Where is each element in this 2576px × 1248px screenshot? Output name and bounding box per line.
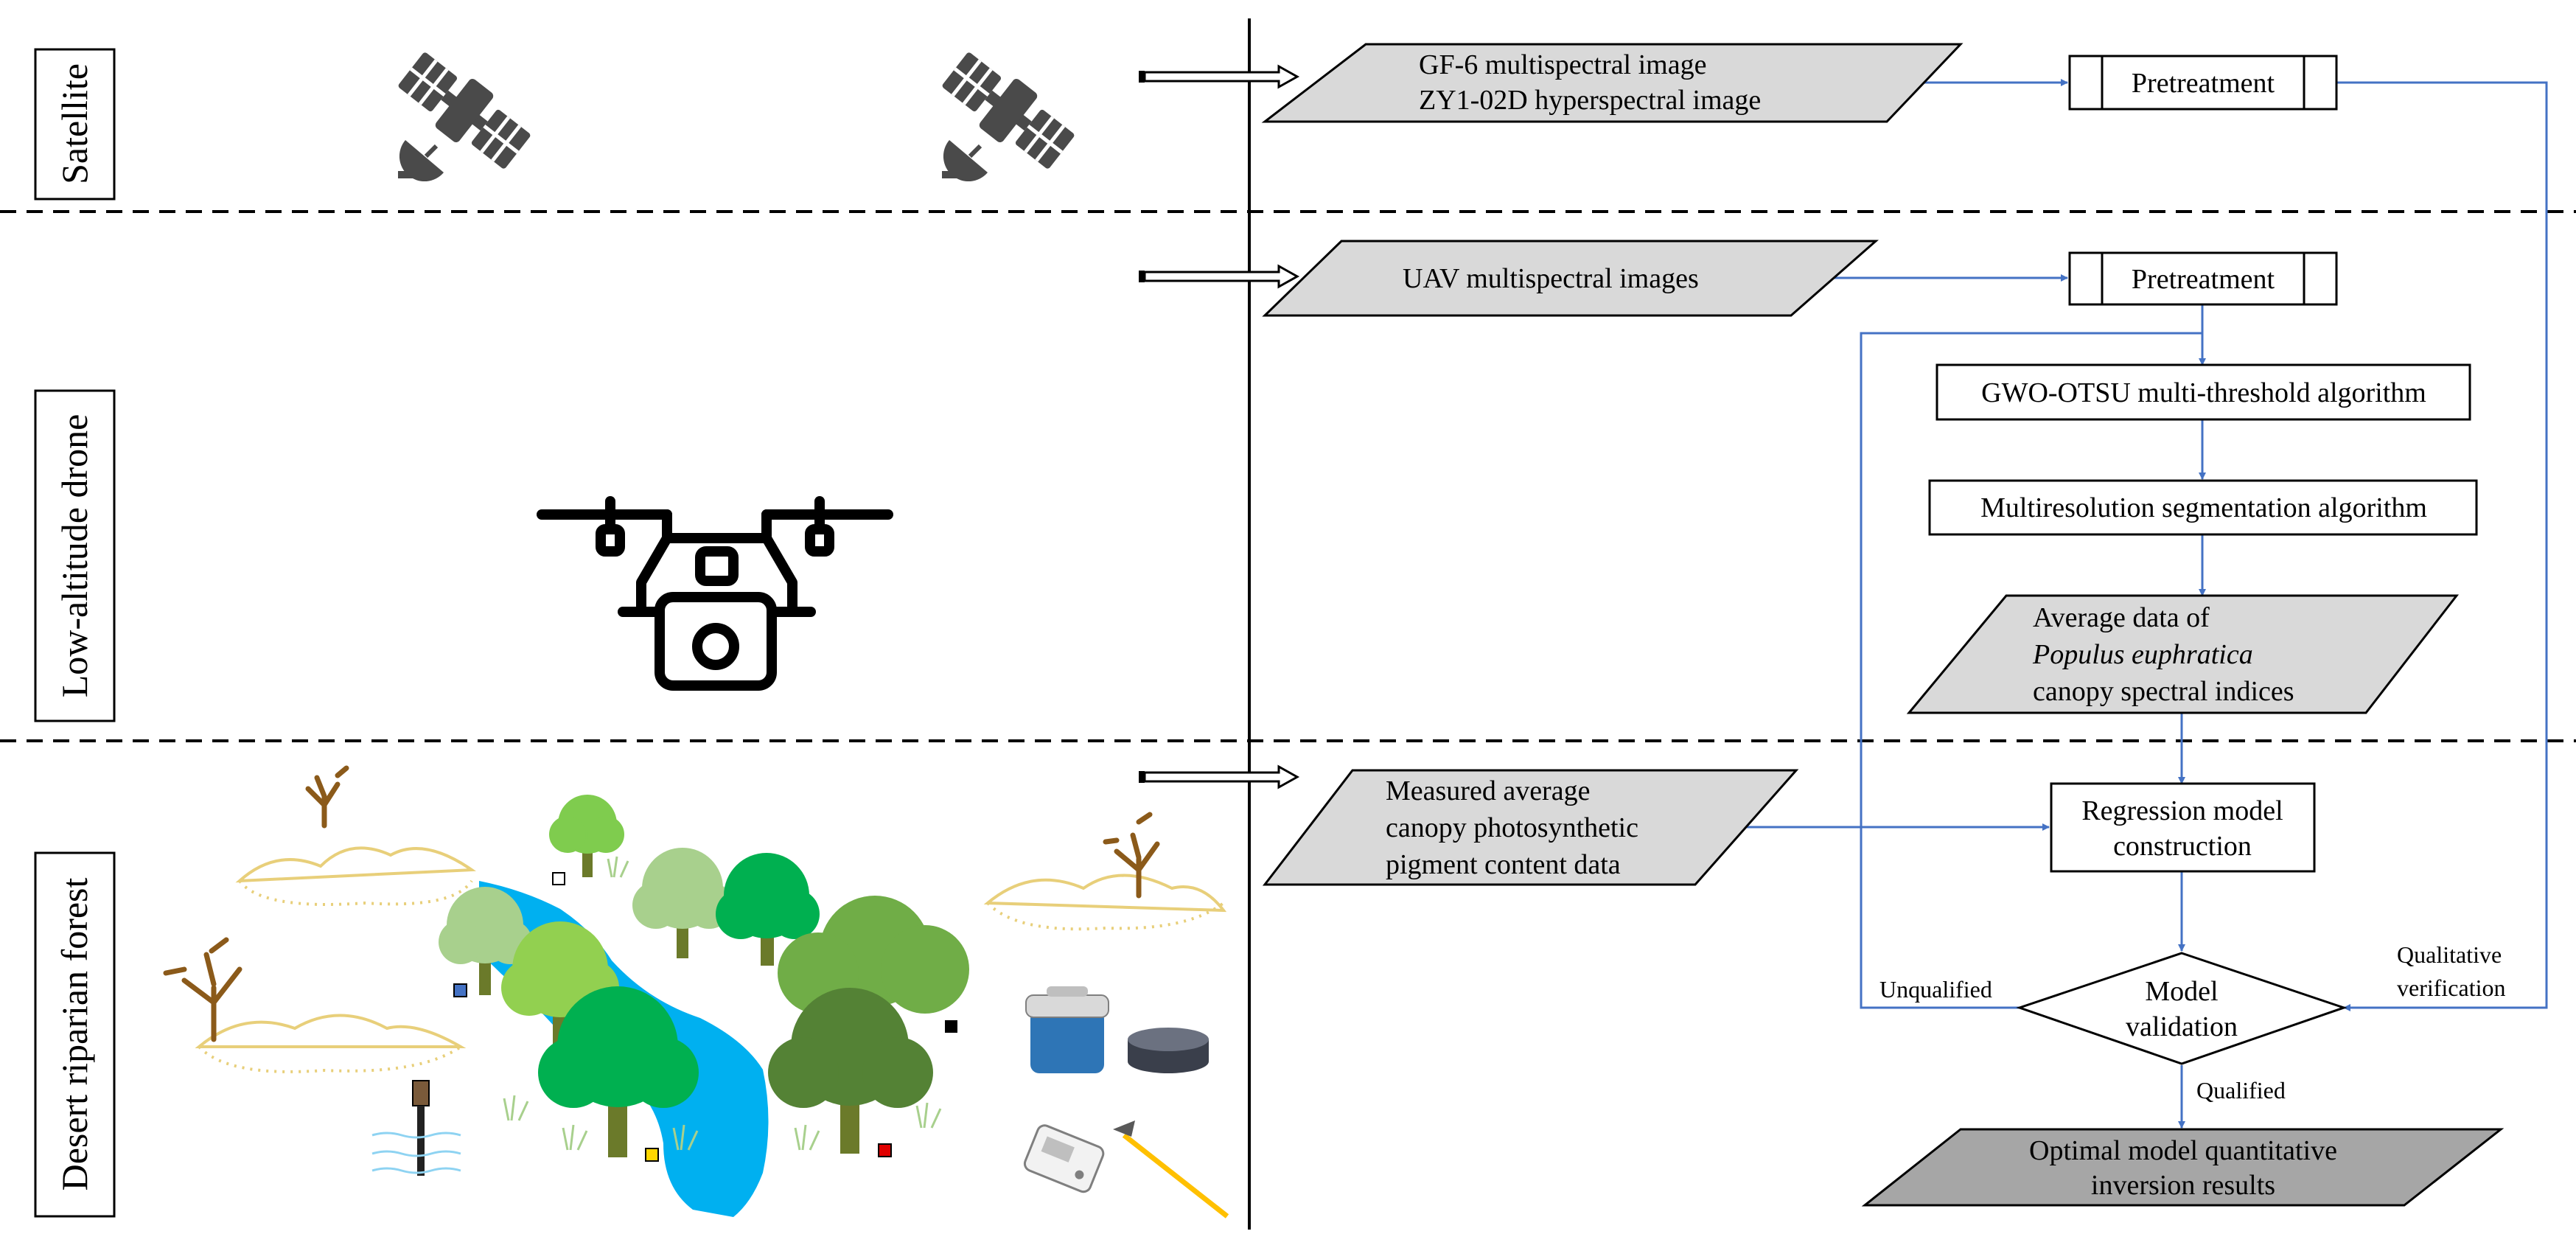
process-multiresolution: Multiresolution segmentation algorithm [1928, 479, 2478, 536]
process-pretreatment-uav: Pretreatment [2068, 251, 2338, 306]
hollow-arrow [1139, 764, 1300, 789]
cooler-box-icon [1025, 986, 1109, 1073]
output-average-spectral-indices: Average data of Populus euphratica canop… [1906, 594, 2460, 714]
svg-text:Model: Model [2145, 976, 2218, 1007]
svg-text:Satellite: Satellite [54, 63, 95, 184]
layer-label-forest: Desert riparian forest [34, 851, 116, 1218]
sand-dune [195, 846, 1227, 1073]
svg-text:inversion results: inversion results [2091, 1170, 2275, 1201]
tree [439, 887, 532, 995]
svg-text:Low-altitude drone: Low-altitude drone [54, 414, 95, 698]
layer-label-satellite: Satellite [34, 48, 116, 201]
process-regression: Regression model construction [2050, 782, 2316, 873]
svg-text:GF-6 multispectral image: GF-6 multispectral image [1419, 49, 1706, 80]
label-qualitative: Qualitative [2397, 941, 2502, 968]
svg-text:Desert riparian forest: Desert riparian forest [54, 877, 95, 1191]
pruning-pole-icon [1113, 1120, 1229, 1219]
decision-model-validation: Model validation [2016, 952, 2348, 1065]
drone-icon [537, 496, 893, 691]
hollow-arrow [1139, 64, 1300, 89]
chlorophyll-meter-icon [1023, 1124, 1105, 1193]
svg-text:Pretreatment: Pretreatment [2132, 68, 2275, 99]
svg-text:Regression model: Regression model [2081, 795, 2283, 826]
satellite-icon [942, 52, 1075, 182]
tree [538, 986, 699, 1157]
process-pretreatment-satellite: Pretreatment [2068, 55, 2338, 111]
tree [716, 853, 820, 966]
input-uav-images: UAV multispectral images [1262, 240, 1879, 317]
hollow-arrow [1139, 264, 1300, 289]
label-qualified: Qualified [2196, 1077, 2286, 1104]
label-verification: verification [2397, 975, 2505, 1001]
forest-scene [163, 765, 1229, 1219]
arrow-unqualified-loop [1860, 332, 2202, 1009]
svg-text:GWO-OTSU multi-threshold algo: GWO-OTSU multi-threshold algorithm [1981, 377, 2426, 408]
svg-text:Multiresolution segmentation: Multiresolution segmentation algorithm [1980, 492, 2427, 523]
svg-text:validation: validation [2126, 1011, 2238, 1042]
arrow-qualitative-verification-loop [2336, 81, 2548, 1011]
svg-text:Measured average: Measured average [1386, 775, 1590, 806]
svg-text:UAV multispectral images: UAV multispectral images [1403, 263, 1699, 294]
label-unqualified: Unqualified [1879, 976, 1992, 1003]
sample-marker [945, 1020, 957, 1033]
svg-text:Populus euphratica: Populus euphratica [2032, 639, 2253, 670]
input-measured-data: Measured average canopy photosynthetic p… [1262, 769, 1799, 886]
sample-marker [645, 1148, 659, 1162]
output-optimal-model: Optimal model quantitative inversion res… [1861, 1128, 2505, 1207]
svg-text:Pretreatment: Pretreatment [2132, 264, 2275, 295]
tree [549, 795, 624, 877]
tree [768, 988, 933, 1154]
groundwater-well-icon [371, 1080, 461, 1176]
svg-text:pigment content data: pigment content data [1386, 849, 1621, 880]
dead-tree [163, 765, 1160, 1042]
svg-text:Optimal model quantitative: Optimal model quantitative [2029, 1135, 2337, 1166]
sample-marker [878, 1143, 892, 1157]
sample-tin-icon [1128, 1028, 1209, 1073]
satellite-icon [398, 52, 531, 182]
svg-text:construction: construction [2113, 831, 2252, 862]
svg-text:canopy spectral indices: canopy spectral indices [2033, 676, 2294, 707]
layer-label-drone: Low-altitude drone [34, 389, 116, 722]
svg-text:canopy photosynthetic: canopy photosynthetic [1386, 812, 1638, 843]
grass [503, 856, 942, 1151]
svg-text:ZY1-02D hyperspectral image: ZY1-02D hyperspectral image [1419, 85, 1761, 116]
sample-marker [552, 872, 565, 885]
input-satellite-images: GF-6 multispectral image ZY1-02D hypersp… [1261, 43, 1964, 123]
process-gwo-otsu: GWO-OTSU multi-threshold algorithm [1936, 363, 2471, 421]
sample-marker [453, 983, 467, 997]
connectors [1739, 79, 2548, 1129]
svg-text:Average data of: Average data of [2033, 602, 2210, 633]
tree [632, 848, 733, 958]
